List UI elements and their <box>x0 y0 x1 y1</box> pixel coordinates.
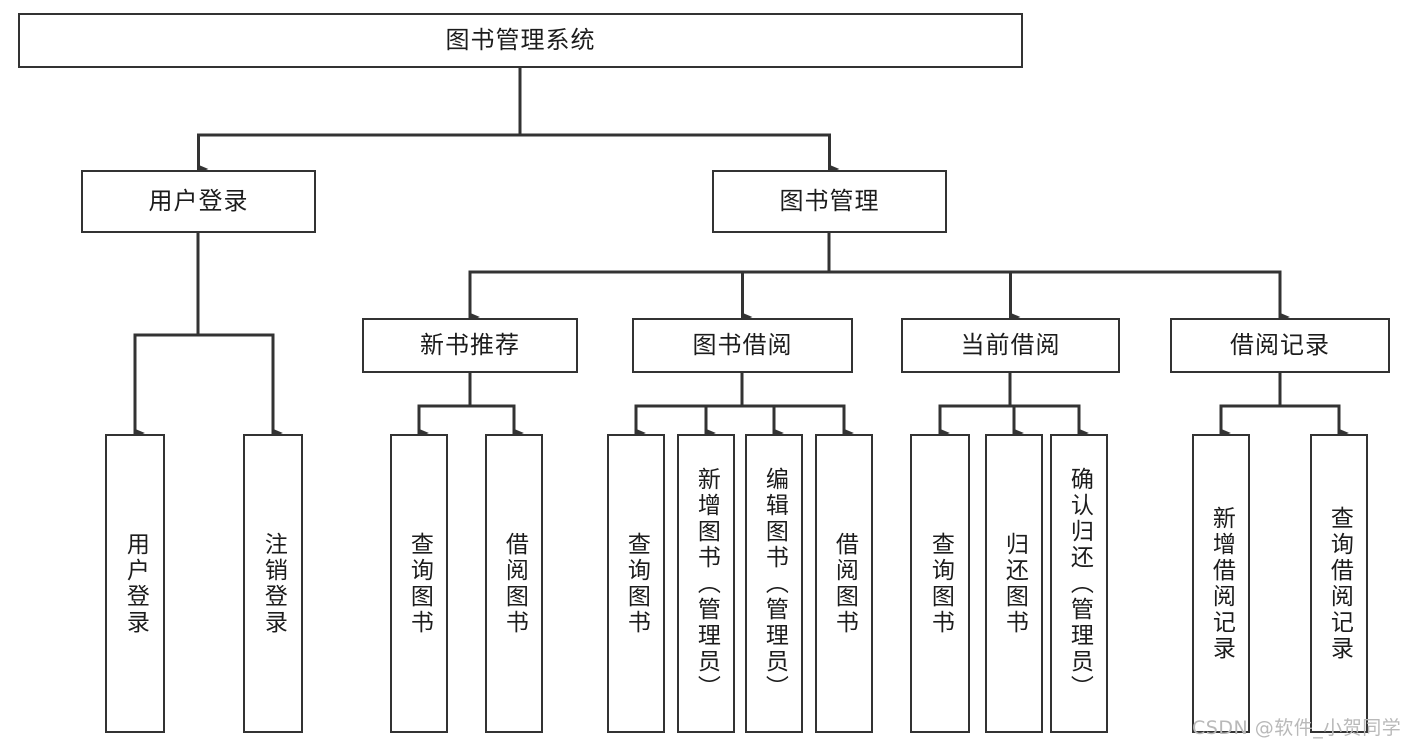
node-label: 新书推荐 <box>420 331 520 360</box>
node-leaf-confirm-return-admin[interactable]: 确认归还（管理员） <box>1050 434 1108 733</box>
node-label: 查询图书 <box>927 531 954 636</box>
node-leaf-edit-book-admin[interactable]: 编辑图书（管理员） <box>745 434 803 733</box>
node-label: 确认归还（管理员） <box>1066 466 1093 701</box>
node-label: 新增图书（管理员） <box>693 466 720 701</box>
node-label: 编辑图书（管理员） <box>761 466 788 701</box>
node-book-manage[interactable]: 图书管理 <box>712 170 947 233</box>
node-leaf-query-book-cur[interactable]: 查询图书 <box>910 434 970 733</box>
node-label: 注销登录 <box>260 531 287 636</box>
node-label: 查询借阅记录 <box>1326 505 1353 662</box>
node-leaf-query-book-rec[interactable]: 查询图书 <box>390 434 448 733</box>
node-label: 用户登录 <box>122 531 149 636</box>
node-book-borrow[interactable]: 图书借阅 <box>632 318 853 373</box>
node-user-login[interactable]: 用户登录 <box>81 170 316 233</box>
node-leaf-user-login[interactable]: 用户登录 <box>105 434 165 733</box>
node-leaf-return-book[interactable]: 归还图书 <box>985 434 1043 733</box>
node-label: 借阅图书 <box>831 531 858 636</box>
node-label: 借阅记录 <box>1230 331 1330 360</box>
node-label: 图书管理 <box>779 187 880 216</box>
node-label: 新增借阅记录 <box>1208 505 1235 662</box>
node-label: 图书借阅 <box>692 331 793 360</box>
node-leaf-borrow-book-rec[interactable]: 借阅图书 <box>485 434 543 733</box>
node-leaf-logout[interactable]: 注销登录 <box>243 434 303 733</box>
node-leaf-query-borrow-record[interactable]: 查询借阅记录 <box>1310 434 1368 733</box>
node-label: 用户登录 <box>148 187 249 216</box>
node-label: 查询图书 <box>623 531 650 636</box>
node-leaf-query-book-bor[interactable]: 查询图书 <box>607 434 665 733</box>
node-label: 当前借阅 <box>960 331 1061 360</box>
node-borrow-record[interactable]: 借阅记录 <box>1170 318 1390 373</box>
node-current-borrow[interactable]: 当前借阅 <box>901 318 1120 373</box>
node-label: 图书管理系统 <box>445 26 596 55</box>
node-new-book-recommend[interactable]: 新书推荐 <box>362 318 578 373</box>
node-leaf-borrow-book-bor[interactable]: 借阅图书 <box>815 434 873 733</box>
node-label: 借阅图书 <box>501 531 528 636</box>
node-label: 查询图书 <box>406 531 433 636</box>
node-leaf-add-borrow-record[interactable]: 新增借阅记录 <box>1192 434 1250 733</box>
node-leaf-add-book-admin[interactable]: 新增图书（管理员） <box>677 434 735 733</box>
connector-paths <box>133 66 1349 438</box>
node-label: 归还图书 <box>1001 531 1028 636</box>
node-root[interactable]: 图书管理系统 <box>18 13 1023 68</box>
